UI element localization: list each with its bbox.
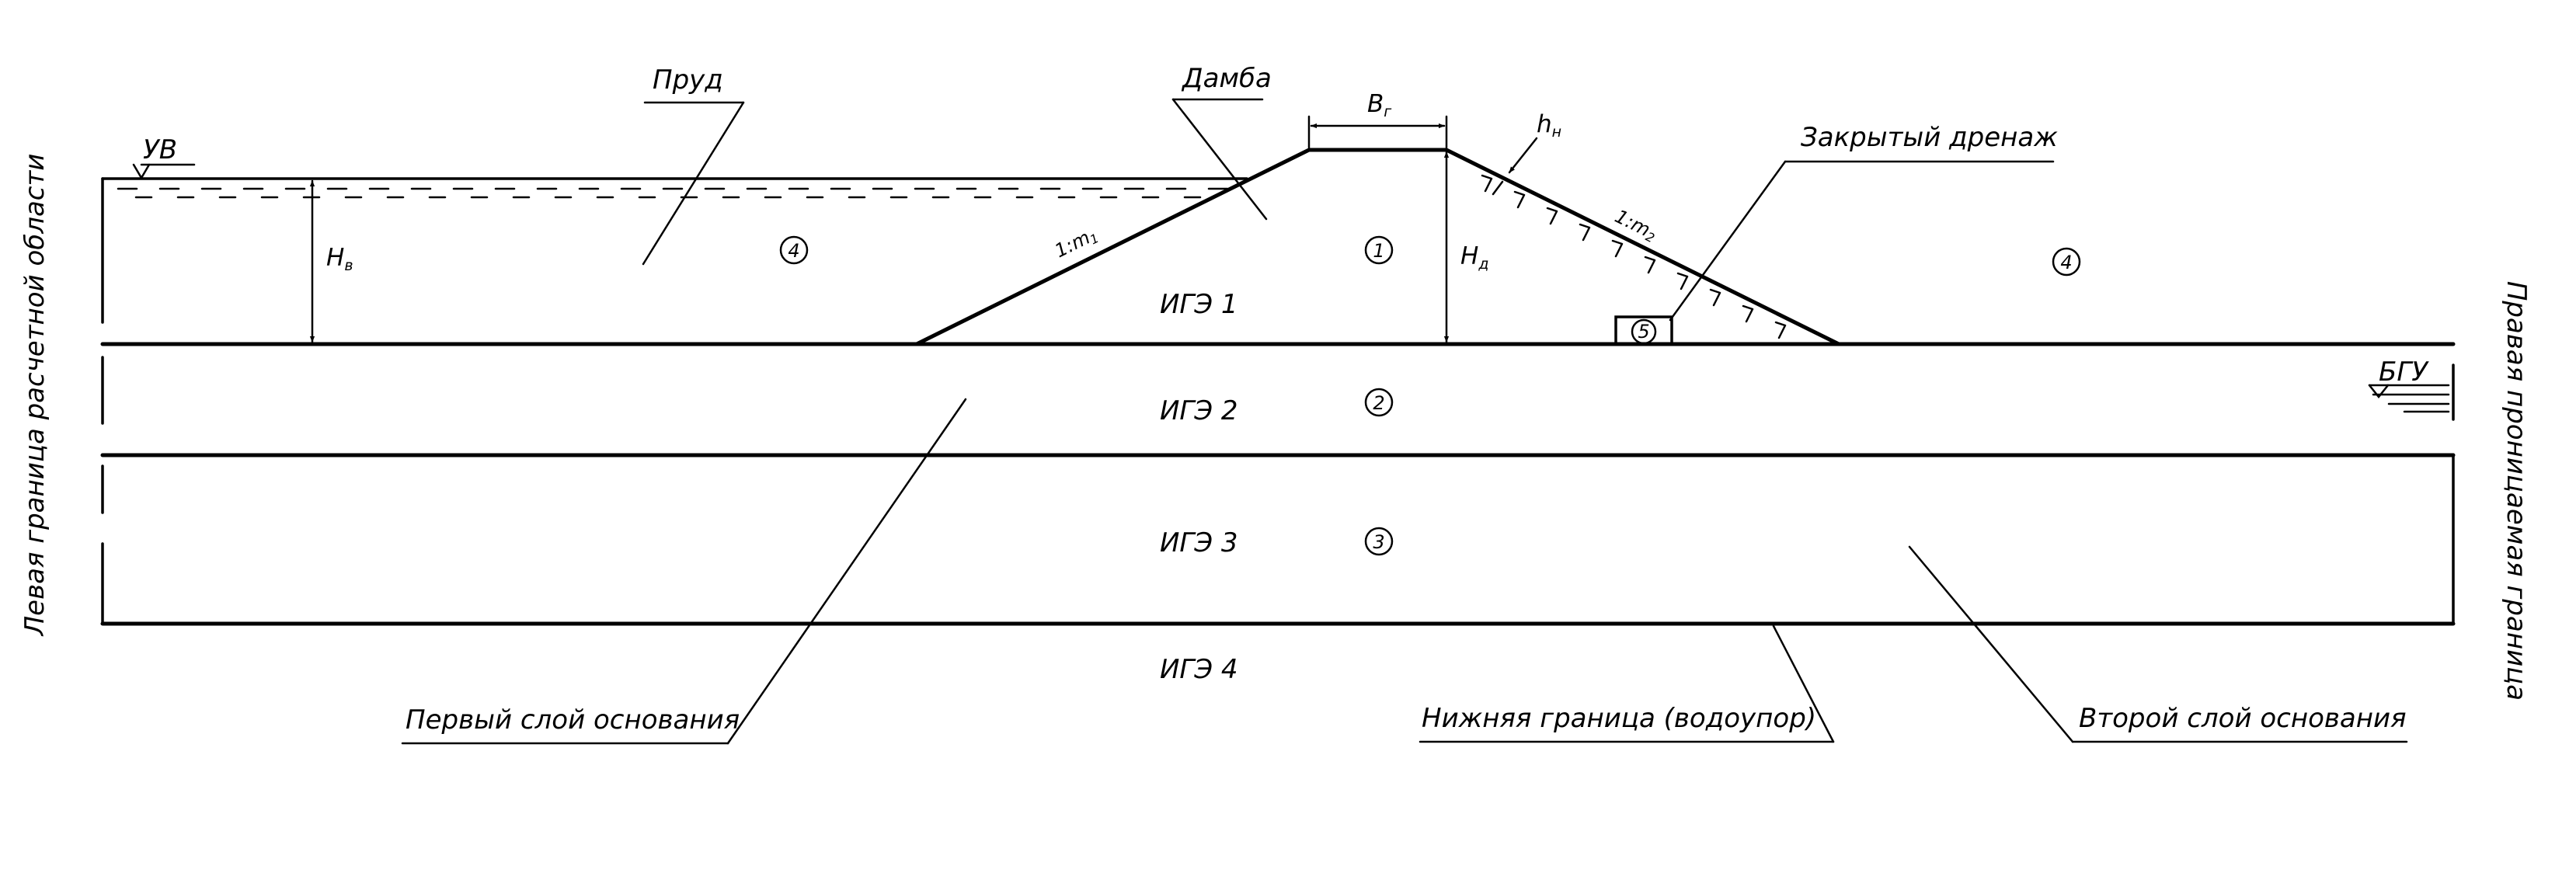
lower-boundary-leader — [1419, 624, 1835, 743]
layer-ige1: ИГЭ 1 — [1160, 289, 1238, 320]
slope-protection-ticks — [1481, 174, 1787, 339]
water-surface-dashes — [117, 187, 1241, 199]
svg-text:1: 1 — [1373, 240, 1384, 262]
left-boundary-label: Левая граница расчетной области — [19, 154, 50, 638]
second-base-layer-label: Второй слой основания — [2079, 703, 2407, 734]
first-base-layer-label: Первый слой основания — [406, 704, 740, 736]
layer-ige4: ИГЭ 4 — [1160, 654, 1238, 685]
zone-marker-4-right: 4 — [2052, 247, 2081, 277]
layer-ige3: ИГЭ 3 — [1160, 527, 1238, 558]
groundwater-level-label: БГУ — [2379, 357, 2429, 388]
closed-drain-leader — [1669, 160, 2055, 322]
svg-text:4: 4 — [2060, 252, 2072, 273]
svg-text:2: 2 — [1373, 392, 1384, 414]
svg-text:Bг: Bг — [1367, 90, 1392, 120]
zone-marker-3: 3 — [1364, 527, 1394, 556]
dam-leader — [1171, 98, 1268, 221]
svg-text:4: 4 — [788, 240, 799, 262]
dam-body — [915, 148, 1840, 346]
upstream-slope-label: 1:m1 — [1051, 223, 1101, 263]
right-boundary-label: Правая проницаемая граница — [2501, 281, 2532, 701]
groundwater-level-marker: БГУ — [2368, 357, 2450, 413]
second-base-layer-leader — [1908, 545, 2408, 743]
svg-text:Hв: Hв — [326, 244, 353, 274]
svg-text:hн: hн — [1537, 110, 1561, 141]
svg-text:5: 5 — [1638, 321, 1649, 343]
dam-height-dimension: Hд — [1443, 151, 1488, 343]
water-level-marker: УВ — [132, 134, 196, 180]
water-level-label: УВ — [143, 134, 177, 165]
lower-boundary-label: Нижняя граница (водоупор) — [1422, 703, 1816, 734]
closed-drain-label: Закрытый дренаж — [1801, 122, 2058, 153]
zone-marker-5: 5 — [1631, 318, 1657, 345]
zone-marker-4-left: 4 — [779, 235, 809, 265]
first-base-layer-leader — [401, 398, 967, 745]
downstream-slope-label: 1:m2 — [1610, 205, 1660, 245]
protection-thickness-dimension: hн — [1492, 110, 1561, 196]
pond-label: Пруд — [653, 64, 723, 96]
zone-marker-1: 1 — [1364, 235, 1394, 265]
pond-leader — [642, 101, 745, 266]
svg-text:Hд: Hд — [1460, 242, 1488, 273]
dam-label: Дамба — [1181, 63, 1272, 94]
zone-marker-2: 2 — [1364, 388, 1394, 417]
crest-width-dimension: Bг — [1307, 90, 1448, 149]
layer-ige2: ИГЭ 2 — [1160, 395, 1238, 426]
svg-text:3: 3 — [1373, 531, 1384, 553]
pond-depth-dimension: Hв — [309, 179, 353, 343]
